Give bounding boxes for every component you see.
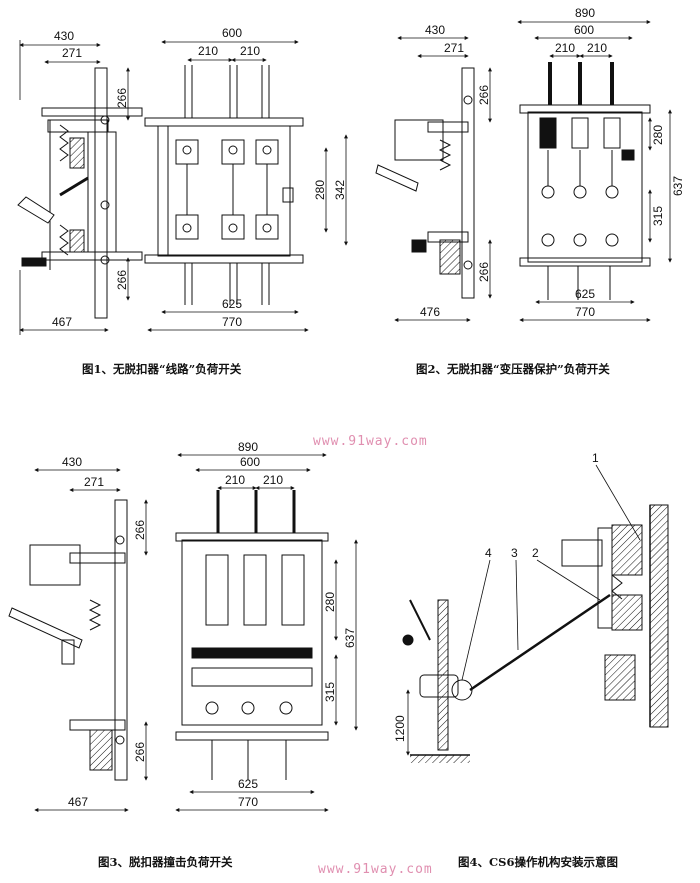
fig1-dim-770: 770 <box>222 315 242 329</box>
fig1-front-view <box>144 65 304 305</box>
fig4-callout-2: 2 <box>532 546 539 560</box>
figure-1-caption: 图1、无脱扣器“线路”负荷开关 <box>82 362 242 376</box>
fig3-dim-280: 280 <box>323 592 337 612</box>
fig3-dim-210-b: 210 <box>263 473 283 487</box>
fig1-dim-280: 280 <box>313 180 327 200</box>
watermark-bottom: www.91way.com <box>318 862 433 877</box>
fig4-wall <box>649 504 669 728</box>
fig4-post <box>437 599 449 751</box>
fig3-dim-430: 430 <box>62 455 82 469</box>
fig2-dim-210-a: 210 <box>555 41 575 55</box>
fig3-pole-3 <box>279 490 305 780</box>
fig1-dim-271: 271 <box>62 46 82 60</box>
fig2-pole-1 <box>539 62 557 247</box>
fig3-dim-890: 890 <box>238 440 258 454</box>
fig2-dimensions <box>394 20 672 322</box>
fig2-dim-266-top: 266 <box>477 85 491 105</box>
fig2-dim-476: 476 <box>420 305 440 319</box>
fig1-dimension-labels: 430 271 600 210 210 266 266 280 342 625 … <box>52 26 347 329</box>
fig4-callout-4: 4 <box>485 546 492 560</box>
fig3-dim-266-top: 266 <box>133 520 147 540</box>
watermark-top: www.91way.com <box>313 434 428 449</box>
fig2-dimension-labels: 890 430 600 271 210 210 266 266 280 637 … <box>420 6 685 319</box>
figure-3-caption: 图3、脱扣器撞击负荷开关 <box>98 855 233 869</box>
fig3-dim-770: 770 <box>238 795 258 809</box>
fig2-dim-271: 271 <box>444 41 464 55</box>
fig1-pole-1 <box>175 65 199 305</box>
fig4-callout-1: 1 <box>592 451 599 465</box>
fig3-side-view <box>8 499 128 781</box>
fig2-dim-210-b: 210 <box>587 41 607 55</box>
fig1-dim-467: 467 <box>52 315 72 329</box>
fig4-switch <box>561 524 643 701</box>
fig3-dim-210-a: 210 <box>225 473 245 487</box>
fig2-pole-3 <box>603 62 621 247</box>
fig3-dim-467: 467 <box>68 795 88 809</box>
fig4-labels: 1 2 3 4 1200 <box>393 451 599 742</box>
fig1-dim-430: 430 <box>54 29 74 43</box>
fig1-dim-210-b: 210 <box>240 44 260 58</box>
fig2-dim-430: 430 <box>425 23 445 37</box>
fig3-dim-600: 600 <box>240 455 260 469</box>
figure-2-caption: 图2、无脱扣器“变压器保护”负荷开关 <box>416 362 610 376</box>
fig2-dim-266-bottom: 266 <box>477 262 491 282</box>
fig2-dim-315: 315 <box>651 206 665 226</box>
figure-3 <box>8 453 358 812</box>
fig4-rod <box>469 593 611 692</box>
fig3-pole-2 <box>241 490 267 780</box>
fig1-dimensions <box>19 40 348 335</box>
fig3-dim-271: 271 <box>84 475 104 489</box>
fig3-dim-625: 625 <box>238 777 258 791</box>
fig1-dim-266-top: 266 <box>115 88 129 108</box>
fig4-callout-3: 3 <box>511 546 518 560</box>
fig2-dim-770: 770 <box>575 305 595 319</box>
figure-4-caption: 图4、CS6操作机构安装示意图 <box>458 855 618 869</box>
fig1-dim-210-a: 210 <box>198 44 218 58</box>
fig3-front-view <box>175 490 329 780</box>
fig4-handle <box>409 599 431 641</box>
fig2-dim-637: 637 <box>671 176 685 196</box>
figure-1 <box>17 40 348 335</box>
fig2-side-view <box>375 67 475 299</box>
figure-4 <box>402 464 669 763</box>
fig1-dim-342: 342 <box>333 180 347 200</box>
fig1-pole-2 <box>221 65 245 305</box>
fig3-dim-266-bottom: 266 <box>133 742 147 762</box>
fig1-dim-625: 625 <box>222 297 242 311</box>
fig2-pole-2 <box>571 62 589 247</box>
fig2-front-view <box>519 62 651 300</box>
figure-2 <box>375 20 672 322</box>
fig2-dim-280: 280 <box>651 125 665 145</box>
fig2-dim-890: 890 <box>575 6 595 20</box>
fig3-dim-315: 315 <box>323 682 337 702</box>
fig1-dim-600: 600 <box>222 26 242 40</box>
fig3-dim-637: 637 <box>343 628 357 648</box>
fig3-dimension-labels: 890 430 600 271 210 210 266 266 280 637 … <box>62 440 357 809</box>
fig3-dimensions <box>34 453 358 812</box>
fig4-dim-1200: 1200 <box>393 715 407 742</box>
fig1-side-view <box>17 67 143 319</box>
fig2-dim-625: 625 <box>575 287 595 301</box>
fig1-dim-266-bottom: 266 <box>115 270 129 290</box>
fig2-dim-600: 600 <box>574 23 594 37</box>
fig3-pole-1 <box>205 490 229 780</box>
fig1-pole-3 <box>255 65 279 305</box>
